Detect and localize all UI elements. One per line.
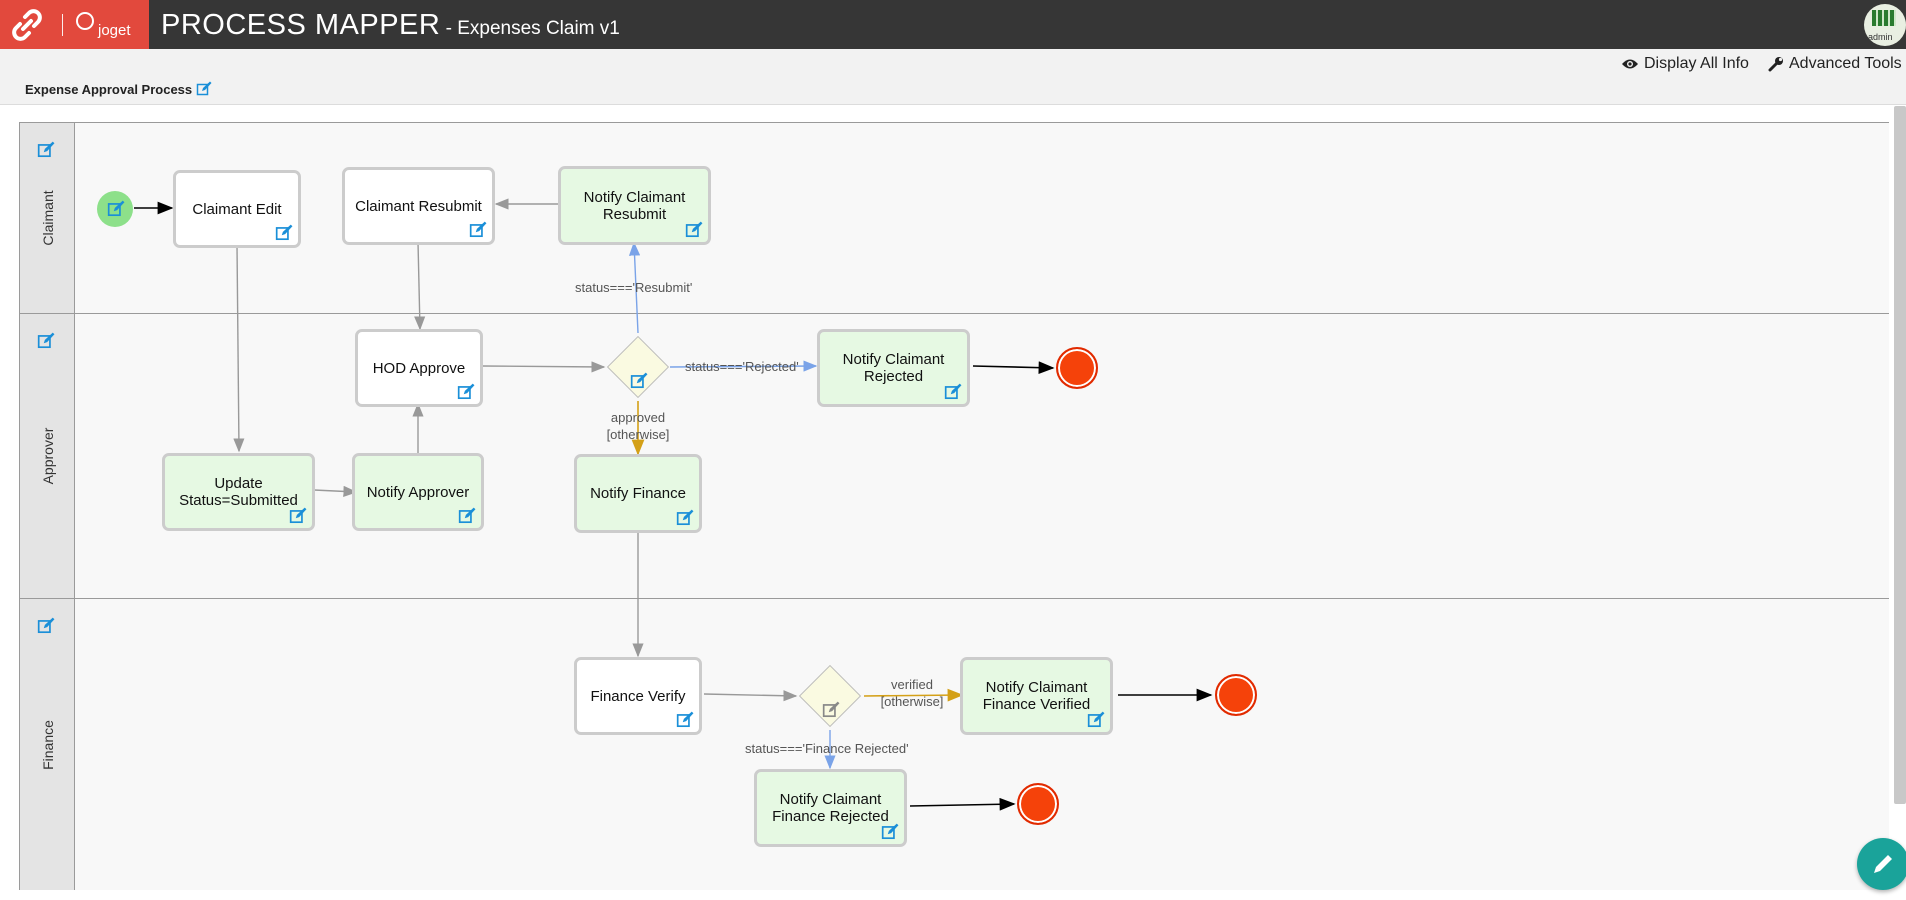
start-event[interactable] (97, 191, 133, 227)
lane-header-approver: Approver (19, 314, 75, 598)
edit-icon[interactable] (275, 224, 293, 242)
edit-icon[interactable] (37, 141, 55, 159)
lane-claimant: Claimant (19, 122, 1889, 314)
process-name: Expense Approval Process (25, 81, 212, 97)
lane-finance: Finance (19, 598, 1889, 890)
edit-icon[interactable] (944, 383, 962, 401)
link-logo-icon (12, 9, 42, 41)
condition-label-verified-name: verified (891, 677, 933, 692)
pencil-icon (1874, 855, 1892, 873)
lane-label-approver: Approver (40, 427, 56, 485)
display-all-info-button[interactable]: Display All Info (1621, 55, 1749, 73)
condition-label-approved: approved [otherwise] (606, 409, 670, 443)
condition-label-resubmit: status==='Resubmit' (575, 280, 693, 295)
end-event-finance-rejected[interactable] (1017, 783, 1059, 825)
end-event-rejected[interactable] (1056, 347, 1098, 389)
activity-notify-claimant-resubmit[interactable]: Notify Claimant Resubmit (558, 166, 711, 245)
activity-notify-approver[interactable]: Notify Approver (352, 453, 484, 531)
activity-notify-claimant-finance-verified[interactable]: Notify Claimant Finance Verified (960, 657, 1113, 735)
logo-separator (62, 14, 63, 36)
activity-label: Notify Finance (590, 485, 686, 502)
lane-label-claimant: Claimant (40, 190, 56, 246)
edit-icon[interactable] (289, 507, 307, 525)
toolbar: Display All Info Advanced Tools Expense … (0, 49, 1906, 105)
edit-icon[interactable] (457, 383, 475, 401)
activity-label: Claimant Resubmit (355, 197, 482, 215)
page-title: PROCESS MAPPER - Expenses Claim v1 (161, 9, 620, 42)
edit-icon[interactable] (107, 200, 125, 218)
activity-label: Finance Verify (590, 687, 686, 705)
activity-label: Notify Claimant Finance Rejected (772, 791, 889, 825)
vertical-scrollbar[interactable] (1894, 106, 1906, 804)
process-name-label: Expense Approval Process (25, 81, 193, 97)
activity-label: Claimant Edit (192, 200, 282, 218)
edit-icon[interactable] (676, 711, 694, 729)
lane-label-finance: Finance (40, 719, 56, 770)
activity-notify-finance[interactable]: Notify Finance (574, 454, 702, 533)
app-title-text: PROCESS MAPPER (161, 9, 441, 41)
activity-hod-approve[interactable]: HOD Approve (355, 329, 483, 407)
edit-icon[interactable] (469, 221, 487, 239)
wrench-icon (1768, 57, 1783, 72)
activity-label: Notify Claimant Resubmit (583, 188, 686, 223)
activity-label: Update Status=Submitted (179, 475, 298, 509)
edit-icon[interactable] (822, 701, 840, 719)
lane-header-claimant: Claimant (19, 123, 75, 313)
avatar-image (1872, 10, 1896, 26)
activity-notify-claimant-rejected[interactable]: Notify Claimant Rejected (817, 329, 970, 407)
edit-icon[interactable] (37, 617, 55, 635)
brand-logo-area[interactable]: joget (0, 0, 149, 49)
advanced-tools-label: Advanced Tools (1789, 55, 1902, 72)
condition-label-approved-name: approved (610, 410, 666, 425)
edit-icon[interactable] (1087, 711, 1105, 729)
avatar[interactable]: admin (1864, 4, 1906, 46)
brand-name: joget (98, 22, 131, 39)
advanced-tools-button[interactable]: Advanced Tools (1768, 55, 1902, 73)
edit-icon[interactable] (630, 372, 648, 390)
condition-label-verified-otherwise: [otherwise] (880, 694, 944, 709)
end-event-verified[interactable] (1215, 674, 1257, 716)
edit-icon[interactable] (196, 81, 212, 97)
lane-header-finance: Finance (19, 599, 75, 890)
activity-update-status-submitted[interactable]: Update Status=Submitted (162, 453, 315, 531)
activity-label: Notify Approver (366, 483, 470, 501)
avatar-label: admin (1868, 32, 1893, 42)
activity-finance-verify[interactable]: Finance Verify (574, 657, 702, 735)
activity-claimant-resubmit[interactable]: Claimant Resubmit (342, 167, 495, 245)
activity-claimant-edit[interactable]: Claimant Edit (173, 170, 301, 248)
edit-icon[interactable] (37, 332, 55, 350)
activity-notify-claimant-finance-rejected[interactable]: Notify Claimant Finance Rejected (754, 769, 907, 847)
condition-label-approved-otherwise: [otherwise] (606, 427, 670, 442)
top-bar: joget PROCESS MAPPER - Expenses Claim v1… (0, 0, 1906, 49)
condition-label-rejected: status==='Rejected' (685, 359, 799, 374)
edit-icon[interactable] (881, 823, 899, 841)
edit-icon[interactable] (685, 221, 703, 239)
edit-icon[interactable] (676, 509, 694, 527)
edit-fab-button[interactable] (1857, 838, 1906, 890)
display-all-info-label: Display All Info (1644, 55, 1749, 72)
activity-label: HOD Approve (372, 359, 466, 377)
condition-label-verified: verified [otherwise] (877, 676, 947, 710)
eye-icon (1622, 59, 1638, 69)
joget-logo-icon (76, 12, 94, 30)
app-subtitle: - Expenses Claim v1 (440, 18, 620, 39)
activity-label: Notify Claimant Finance Verified (982, 679, 1091, 713)
activity-label: Notify Claimant Rejected (842, 351, 945, 385)
condition-label-finance-rejected: status==='Finance Rejected' (745, 741, 909, 756)
edit-icon[interactable] (458, 507, 476, 525)
